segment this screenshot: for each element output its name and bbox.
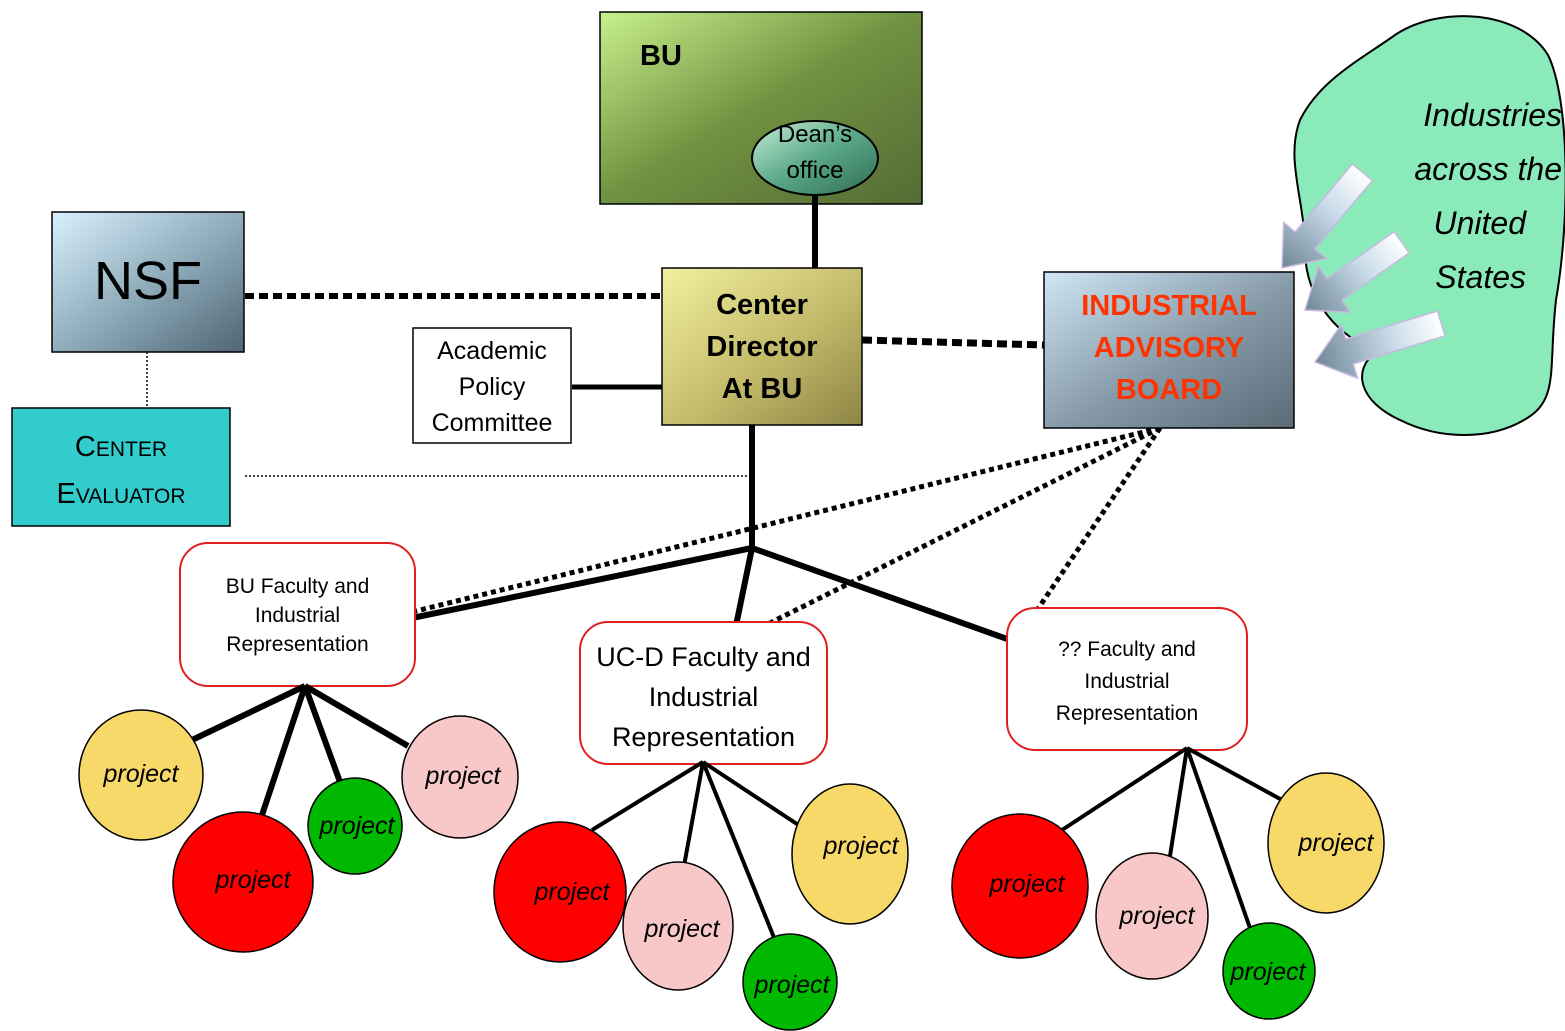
industry-arrow-3 bbox=[1313, 310, 1446, 380]
center-director-box bbox=[661, 267, 863, 426]
group-bu-line-2: Industrial bbox=[254, 604, 341, 627]
line-branch-third bbox=[750, 545, 1012, 643]
group-ucd-line-1: UC-D Faculty and bbox=[596, 642, 811, 672]
industrial-board-line-3: BOARD bbox=[1115, 374, 1223, 406]
group-label-third: ?? Faculty and Industrial Representation bbox=[1007, 634, 1247, 730]
industries-cloud bbox=[1293, 15, 1565, 436]
project-circle bbox=[1095, 852, 1209, 980]
project-circle bbox=[951, 813, 1089, 959]
academic-policy-line-1: Academic bbox=[437, 337, 547, 365]
project-label: project bbox=[1298, 829, 1374, 857]
nsf-box bbox=[51, 211, 245, 353]
industrial-board-box bbox=[1043, 271, 1295, 429]
project-circle bbox=[791, 783, 909, 925]
project-circle bbox=[172, 811, 314, 953]
project-link bbox=[1060, 746, 1189, 832]
industrial-board-label: INDUSTRIAL ADVISORY BOARD bbox=[1044, 285, 1294, 411]
project-label: project bbox=[644, 915, 720, 943]
group-ucd-line-3: Representation bbox=[611, 722, 796, 752]
academic-policy-line-2: Policy bbox=[458, 373, 526, 401]
line-director-board bbox=[861, 336, 1045, 349]
project-circle bbox=[78, 709, 204, 841]
project-label: project bbox=[103, 760, 179, 788]
project-link bbox=[302, 684, 343, 784]
project-label: project bbox=[1230, 958, 1306, 986]
nsf-label: NSF bbox=[94, 251, 202, 311]
line-branch-bu bbox=[411, 545, 753, 621]
project-link bbox=[682, 761, 705, 867]
industrial-board-line-1: INDUSTRIAL bbox=[1081, 290, 1257, 322]
industries-line-4: States bbox=[1435, 259, 1526, 295]
center-director-line-3: At BU bbox=[721, 373, 803, 405]
group-third-line-1: ?? Faculty and bbox=[1058, 638, 1196, 661]
industries-line-3: United bbox=[1433, 205, 1527, 241]
project-label: project bbox=[1119, 902, 1195, 930]
group-third-line-3: Representation bbox=[1055, 702, 1199, 725]
project-circle bbox=[742, 933, 838, 1031]
academic-policy-line-3: Committee bbox=[431, 409, 553, 437]
group-box-bu bbox=[179, 542, 416, 687]
project-link bbox=[190, 683, 307, 743]
center-evaluator-box bbox=[11, 407, 231, 527]
academic-policy-label: Academic Policy Committee bbox=[413, 333, 571, 441]
industry-arrow-2 bbox=[1303, 230, 1411, 314]
center-director-label: Center Director At BU bbox=[662, 284, 862, 410]
industries-label: Industries across the United States bbox=[1352, 88, 1562, 304]
group-ucd-line-2: Industrial bbox=[648, 682, 759, 712]
project-link bbox=[259, 685, 308, 816]
group-bu-line-1: BU Faculty and bbox=[225, 575, 370, 598]
project-circle bbox=[401, 715, 519, 839]
project-link bbox=[1185, 747, 1252, 929]
project-circle bbox=[622, 861, 734, 991]
group-third-line-2: Industrial bbox=[1084, 670, 1170, 693]
project-label: project bbox=[754, 971, 830, 999]
line-board-ucd-group bbox=[730, 425, 1162, 645]
industries-line-1: Industries bbox=[1423, 97, 1562, 133]
project-link bbox=[1168, 747, 1189, 857]
project-circle bbox=[307, 777, 403, 875]
deans-office-line-2: office bbox=[786, 157, 844, 184]
project-label: project bbox=[319, 812, 395, 840]
evaluator-line-1: CENTER bbox=[74, 431, 168, 463]
bu-title: BU bbox=[640, 40, 682, 72]
project-link bbox=[701, 760, 802, 828]
industries-line-2: across the bbox=[1414, 151, 1562, 187]
deans-office-line-1: Dean’s bbox=[777, 121, 853, 148]
group-label-bu: BU Faculty and Industrial Representation bbox=[180, 572, 415, 659]
line-board-third-group bbox=[1022, 426, 1163, 630]
center-director-line-2: Director bbox=[706, 331, 818, 363]
project-circle bbox=[1267, 772, 1385, 914]
center-evaluator-label: CENTER EVALUATOR bbox=[12, 425, 230, 519]
project-link bbox=[303, 683, 410, 749]
academic-policy-box bbox=[412, 327, 572, 444]
project-label: project bbox=[534, 878, 610, 906]
group-bu-line-3: Representation bbox=[226, 633, 369, 656]
group-label-ucd: UC-D Faculty and Industrial Representati… bbox=[562, 637, 845, 757]
group-box-third bbox=[1006, 607, 1248, 751]
line-board-bu-group bbox=[411, 425, 1161, 615]
project-label: project bbox=[215, 866, 291, 894]
industrial-board-line-2: ADVISORY bbox=[1093, 332, 1245, 364]
project-link bbox=[701, 761, 777, 941]
project-label: project bbox=[989, 870, 1065, 898]
industry-arrow-1 bbox=[1281, 162, 1374, 269]
project-link bbox=[590, 760, 705, 832]
center-director-line-1: Center bbox=[716, 289, 808, 321]
project-circle bbox=[1222, 922, 1316, 1020]
project-link bbox=[1186, 746, 1283, 802]
evaluator-line-2: EVALUATOR bbox=[56, 478, 186, 510]
deans-office-label: Dean’s office bbox=[752, 117, 878, 189]
project-label: project bbox=[823, 832, 899, 860]
project-label: project bbox=[425, 762, 501, 790]
project-circle bbox=[493, 821, 627, 963]
